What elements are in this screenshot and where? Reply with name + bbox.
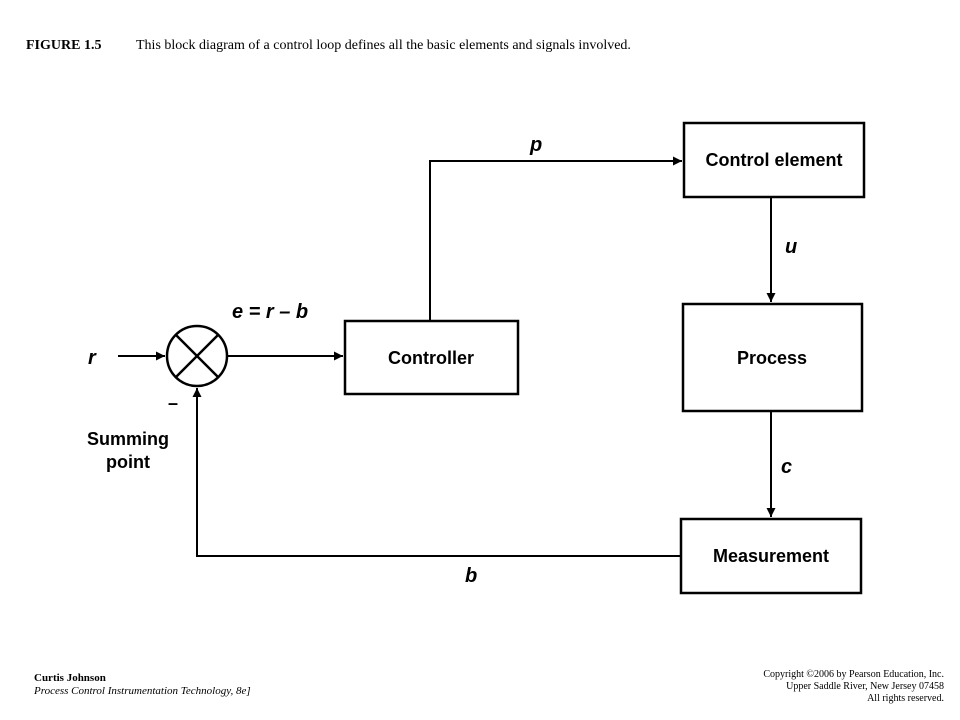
summing-point-symbol xyxy=(165,324,229,388)
summing-point-label-line2: point xyxy=(106,452,150,472)
control-element-label: Control element xyxy=(705,150,842,170)
process-label: Process xyxy=(737,348,807,368)
signal-r-label: r xyxy=(88,347,97,369)
footer-attribution: Curtis Johnson Process Control Instrumen… xyxy=(34,672,251,698)
signal-c-label: c xyxy=(781,456,792,478)
measurement-label: Measurement xyxy=(713,546,829,566)
minus-sign: – xyxy=(168,393,178,413)
p-signal-arrow xyxy=(429,156,682,321)
footer-book-title: Process Control Instrumentation Technolo… xyxy=(34,685,251,697)
caption-text: This block diagram of a control loop def… xyxy=(136,38,631,53)
footer-author: Curtis Johnson xyxy=(34,672,106,684)
signal-u-label: u xyxy=(785,236,797,258)
process-block xyxy=(681,302,864,413)
controller-label: Controller xyxy=(388,348,474,368)
controller-block xyxy=(343,319,520,396)
summing-point-label-line1: Summing xyxy=(87,429,169,449)
copyright-line-3: All rights reserved. xyxy=(867,693,944,704)
copyright-line-2: Upper Saddle River, New Jersey 07458 xyxy=(786,681,944,692)
b-feedback-arrow xyxy=(192,388,681,557)
copyright-line-1: Copyright ©2006 by Pearson Education, In… xyxy=(763,669,944,680)
figure-caption: FIGURE 1.5 This block diagram of a contro… xyxy=(26,38,631,54)
footer-copyright: Copyright ©2006 by Pearson Education, In… xyxy=(763,669,944,705)
signal-b-label: b xyxy=(465,565,477,587)
signal-p-label: p xyxy=(529,134,542,156)
figure-number: FIGURE 1.5 xyxy=(26,38,102,53)
signal-error-label: e = r – b xyxy=(232,301,308,323)
control-element-block xyxy=(682,121,866,199)
